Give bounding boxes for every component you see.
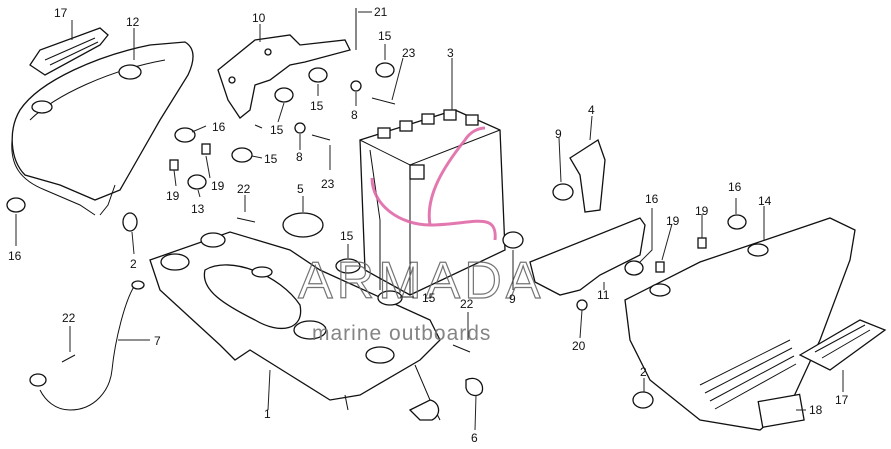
watermark-brand: ARMADA <box>298 252 544 310</box>
callout-19-right-b: 19 <box>695 204 709 218</box>
right-side-cover-14 <box>624 217 856 431</box>
callout-5: 5 <box>297 182 304 196</box>
leader-lines <box>15 11 844 431</box>
callout-16-right-a: 16 <box>645 192 659 206</box>
ground-cable-7 <box>29 280 145 411</box>
battery-bracket-10 <box>217 34 351 119</box>
callout-15-top: 15 <box>378 29 392 43</box>
callout-20: 20 <box>572 339 586 353</box>
callout-6: 6 <box>471 431 478 445</box>
callout-19-mid: 19 <box>211 179 225 193</box>
callout-19-right-a: 19 <box>666 214 680 228</box>
battery-3 <box>359 109 506 296</box>
callout-22-top: 22 <box>237 182 251 196</box>
callout-2-right: 2 <box>640 365 647 379</box>
small-parts <box>6 8 747 421</box>
callout-15-battery: 15 <box>340 229 354 243</box>
watermark: ARMADA marine outboards <box>297 126 544 345</box>
callout-15-mid: 15 <box>310 99 324 113</box>
callout-15-left: 15 <box>270 123 284 137</box>
callout-numbers: 17 12 10 21 15 23 3 15 15 8 16 15 8 23 1… <box>8 5 849 445</box>
callout-17-right: 17 <box>835 393 849 407</box>
callout-22-mid: 22 <box>460 297 474 311</box>
holder-4 <box>569 139 606 213</box>
callout-14: 14 <box>758 194 772 208</box>
callout-17-left: 17 <box>54 6 68 20</box>
callout-7: 7 <box>154 334 161 348</box>
callout-8-mid: 8 <box>296 150 303 164</box>
bracket-11 <box>529 217 646 296</box>
callout-16-top: 16 <box>212 120 226 134</box>
left-side-cover <box>11 41 194 216</box>
callout-19-left: 19 <box>166 189 180 203</box>
callout-9-low: 9 <box>509 292 516 306</box>
callout-22-left: 22 <box>62 311 76 325</box>
callout-16-left: 16 <box>8 249 22 263</box>
callout-11: 11 <box>597 288 610 302</box>
callout-9-top: 9 <box>555 127 562 141</box>
callout-1: 1 <box>264 407 271 421</box>
callout-15-tray: 15 <box>422 291 436 305</box>
callout-21: 21 <box>374 5 388 19</box>
callout-23-top: 23 <box>402 46 416 60</box>
callout-8-top: 8 <box>351 108 358 122</box>
callout-23-mid: 23 <box>321 177 335 191</box>
emblem-17-left <box>29 27 109 76</box>
watermark-tagline: marine outboards <box>312 322 491 345</box>
label-18 <box>757 393 805 429</box>
callout-3: 3 <box>447 46 454 60</box>
battery-tray-1 <box>149 231 441 421</box>
callout-2-left: 2 <box>130 257 137 271</box>
callout-16-right-b: 16 <box>728 180 742 194</box>
callout-4: 4 <box>588 103 595 117</box>
callout-12: 12 <box>126 15 140 29</box>
callout-18: 18 <box>809 403 823 417</box>
watermark-logo-mark <box>370 126 497 241</box>
callout-10: 10 <box>252 11 266 25</box>
callout-13: 13 <box>191 202 205 216</box>
emblem-17-right <box>798 319 887 371</box>
callout-15-bracket: 15 <box>264 152 278 166</box>
